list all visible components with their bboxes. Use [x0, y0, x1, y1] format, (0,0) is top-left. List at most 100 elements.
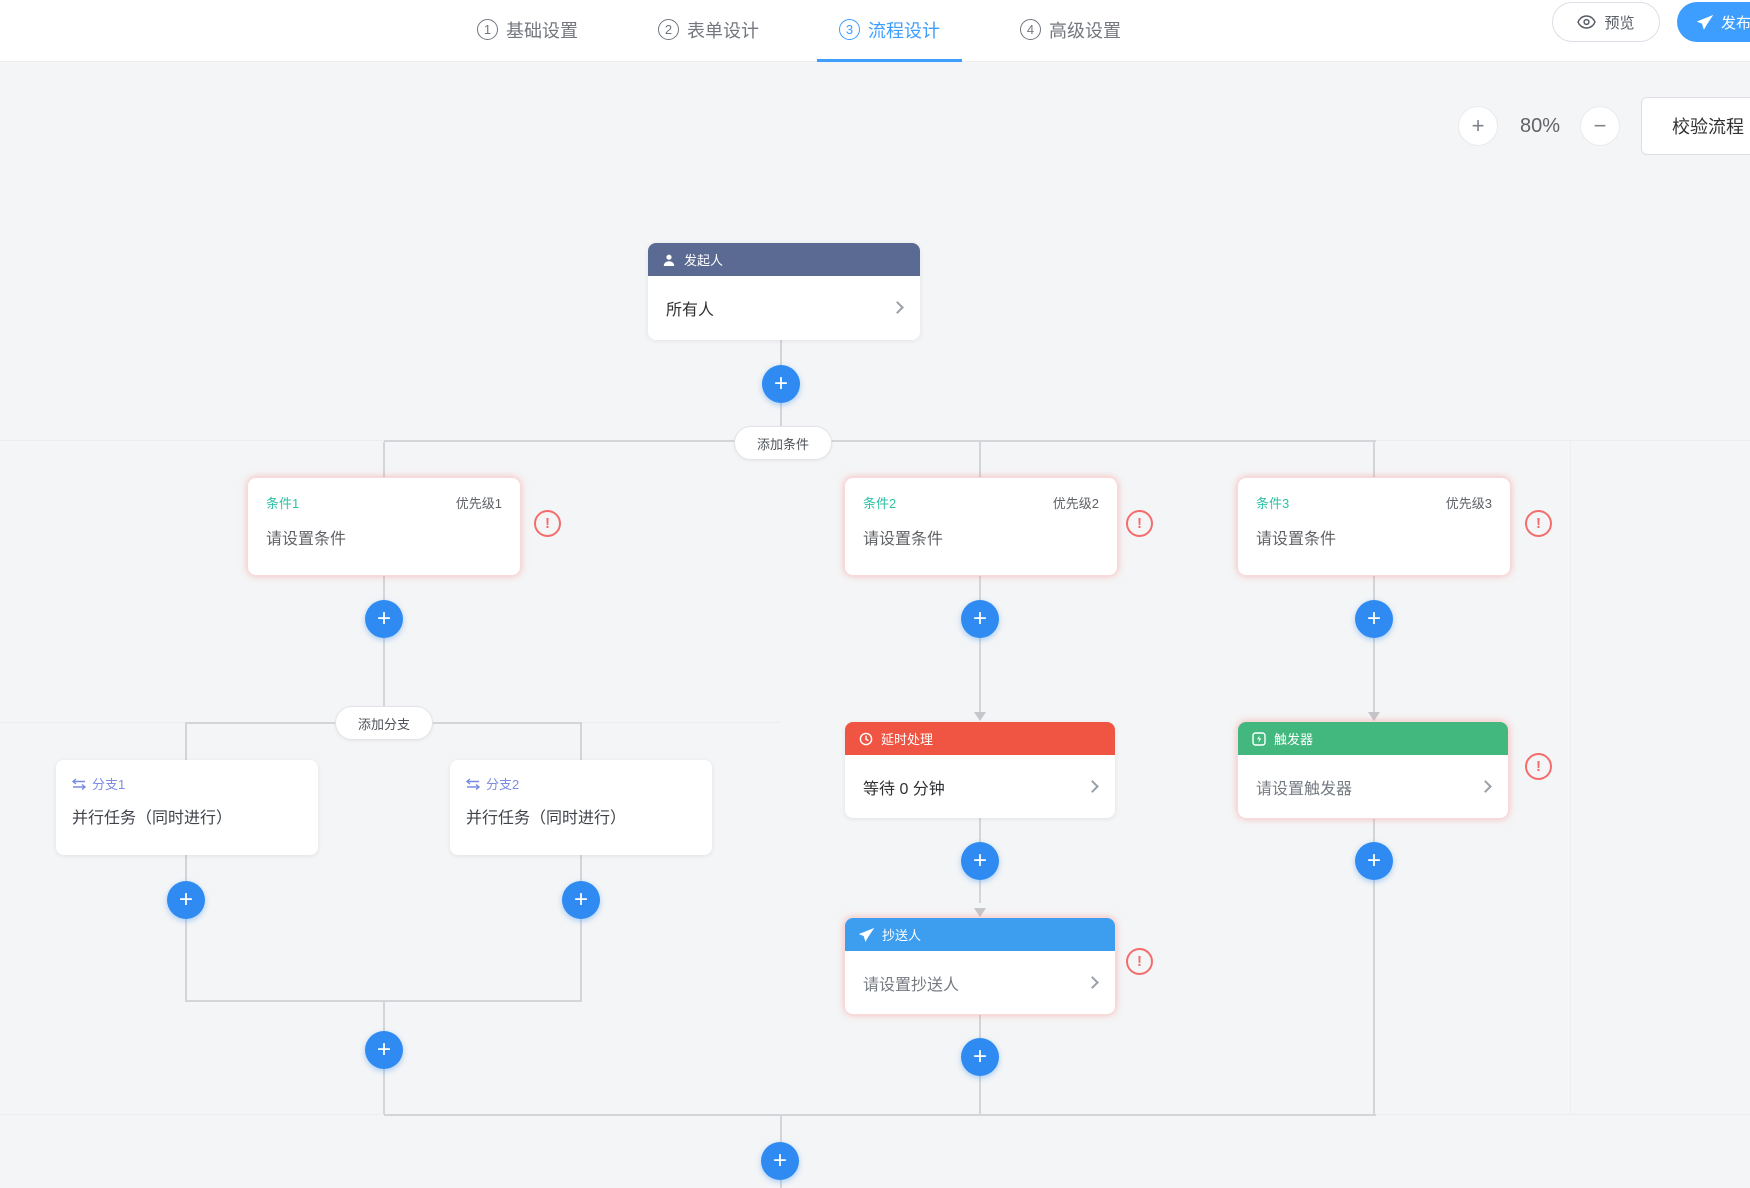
node-title: 发起人 [684, 253, 724, 268]
node-title: 触发器 [1274, 732, 1314, 747]
delay-node[interactable]: 延时处理 等待 0 分钟 [845, 722, 1115, 818]
node-title: 抄送人 [882, 928, 922, 943]
trigger-node[interactable]: 触发器 请设置触发器 [1238, 722, 1508, 818]
condition-name: 条件2 [863, 496, 897, 511]
condition-value: 请设置条件 [1256, 531, 1337, 548]
top-nav-bar: 1 基础设置 2 表单设计 3 流程设计 4 高级设置 预览 发布 [0, 0, 1750, 62]
condition-priority: 优先级2 [1052, 496, 1099, 511]
connector [384, 440, 1376, 442]
add-condition-button[interactable]: 添加条件 [734, 426, 832, 460]
clock-icon [859, 732, 873, 746]
plus-icon: + [972, 1043, 987, 1070]
arrow-down-icon [974, 908, 986, 917]
validate-label: 校验流程 [1672, 117, 1744, 137]
node-value: 请设置触发器 [1256, 780, 1353, 798]
trigger-node-body: 请设置触发器 [1238, 755, 1508, 818]
warning-icon: ! [1126, 948, 1153, 975]
connector [580, 855, 582, 1001]
connector [383, 442, 385, 478]
tab-label: 基础设置 [506, 20, 578, 41]
zoom-out-button[interactable]: − [1580, 106, 1620, 146]
condition-card-3[interactable]: 条件3 优先级3 请设置条件 [1238, 478, 1510, 575]
exclamation: ! [1536, 515, 1541, 532]
preview-button[interactable]: 预览 [1552, 2, 1660, 42]
add-node-button[interactable]: + [1355, 600, 1393, 638]
connector [383, 575, 385, 722]
tab-advanced-settings[interactable]: 4 高级设置 [998, 0, 1143, 62]
validate-flow-button[interactable]: 校验流程 [1641, 97, 1750, 155]
add-node-button[interactable]: + [562, 881, 600, 919]
exclamation: ! [1137, 515, 1142, 532]
minus-icon: − [1593, 113, 1607, 138]
node-value: 所有人 [666, 301, 715, 319]
warning-icon: ! [1525, 753, 1552, 780]
connector [1373, 575, 1375, 715]
add-branch-button[interactable]: 添加分支 [335, 706, 433, 740]
step-number: 4 [1020, 19, 1041, 40]
add-node-button[interactable]: + [961, 600, 999, 638]
connector [384, 1114, 1376, 1116]
add-node-button[interactable]: + [961, 842, 999, 880]
eye-icon [1577, 15, 1597, 29]
arrow-down-icon [1368, 712, 1380, 721]
add-node-button[interactable]: + [761, 1142, 799, 1180]
step-number: 1 [477, 19, 498, 40]
branch-card-1[interactable]: 分支1 并行任务（同时进行） [56, 760, 318, 855]
cc-node[interactable]: 抄送人 请设置抄送人 [845, 918, 1115, 1014]
step-tabs: 1 基础设置 2 表单设计 3 流程设计 4 高级设置 [455, 0, 1143, 62]
cc-node-body: 请设置抄送人 [845, 951, 1115, 1014]
exclamation: ! [1536, 758, 1541, 775]
warning-icon: ! [534, 510, 561, 537]
node-title: 延时处理 [881, 732, 934, 747]
trigger-icon [1252, 731, 1266, 746]
step-number: 3 [839, 19, 860, 40]
branch-card-2[interactable]: 分支2 并行任务（同时进行） [450, 760, 712, 855]
delay-node-header: 延时处理 [845, 722, 1115, 755]
condition-card-1[interactable]: 条件1 优先级1 请设置条件 [248, 478, 520, 575]
plus-icon: + [1366, 605, 1381, 632]
warning-icon: ! [1126, 510, 1153, 537]
add-condition-label: 添加条件 [756, 436, 809, 452]
step-number: 2 [658, 19, 679, 40]
connector [185, 855, 187, 1001]
chevron-right-icon [891, 301, 904, 314]
add-node-button[interactable]: + [961, 1038, 999, 1076]
tab-label: 表单设计 [687, 20, 759, 41]
trigger-node-header: 触发器 [1238, 722, 1508, 755]
publish-button[interactable]: 发布 [1677, 2, 1750, 42]
condition-value: 请设置条件 [863, 531, 944, 548]
add-node-button[interactable]: + [1355, 842, 1393, 880]
arrow-down-icon [974, 712, 986, 721]
condition-card-2[interactable]: 条件2 优先级2 请设置条件 [845, 478, 1117, 575]
delay-node-body: 等待 0 分钟 [845, 755, 1115, 818]
branch-name: 分支2 [486, 777, 520, 792]
parallel-icon [72, 777, 86, 790]
zoom-in-button[interactable]: + [1458, 106, 1498, 146]
add-node-button[interactable]: + [167, 881, 205, 919]
connector [979, 575, 981, 715]
tab-label: 高级设置 [1049, 20, 1121, 41]
connector [979, 442, 981, 478]
add-node-button[interactable]: + [365, 1031, 403, 1069]
plus-icon: + [376, 605, 391, 632]
add-node-button[interactable]: + [762, 365, 800, 403]
exclamation: ! [1137, 953, 1142, 970]
add-node-button[interactable]: + [365, 600, 403, 638]
paper-plane-icon [859, 927, 874, 942]
condition-value: 请设置条件 [266, 531, 347, 548]
start-node[interactable]: 发起人 所有人 [648, 243, 920, 340]
plus-icon: + [972, 605, 987, 632]
connector [1373, 442, 1375, 478]
plus-icon: + [178, 886, 193, 913]
cc-node-header: 抄送人 [845, 918, 1115, 951]
warning-icon: ! [1525, 510, 1552, 537]
start-node-header: 发起人 [648, 243, 920, 276]
grid-line [1570, 440, 1571, 1115]
condition-name: 条件3 [1256, 496, 1290, 511]
plus-icon: + [1471, 113, 1485, 138]
tab-flow-design[interactable]: 3 流程设计 [817, 0, 962, 62]
tab-form-design[interactable]: 2 表单设计 [636, 0, 781, 62]
branch-value: 并行任务（同时进行） [466, 810, 627, 827]
publish-label: 发布 [1721, 14, 1750, 32]
tab-basic-settings[interactable]: 1 基础设置 [455, 0, 600, 62]
